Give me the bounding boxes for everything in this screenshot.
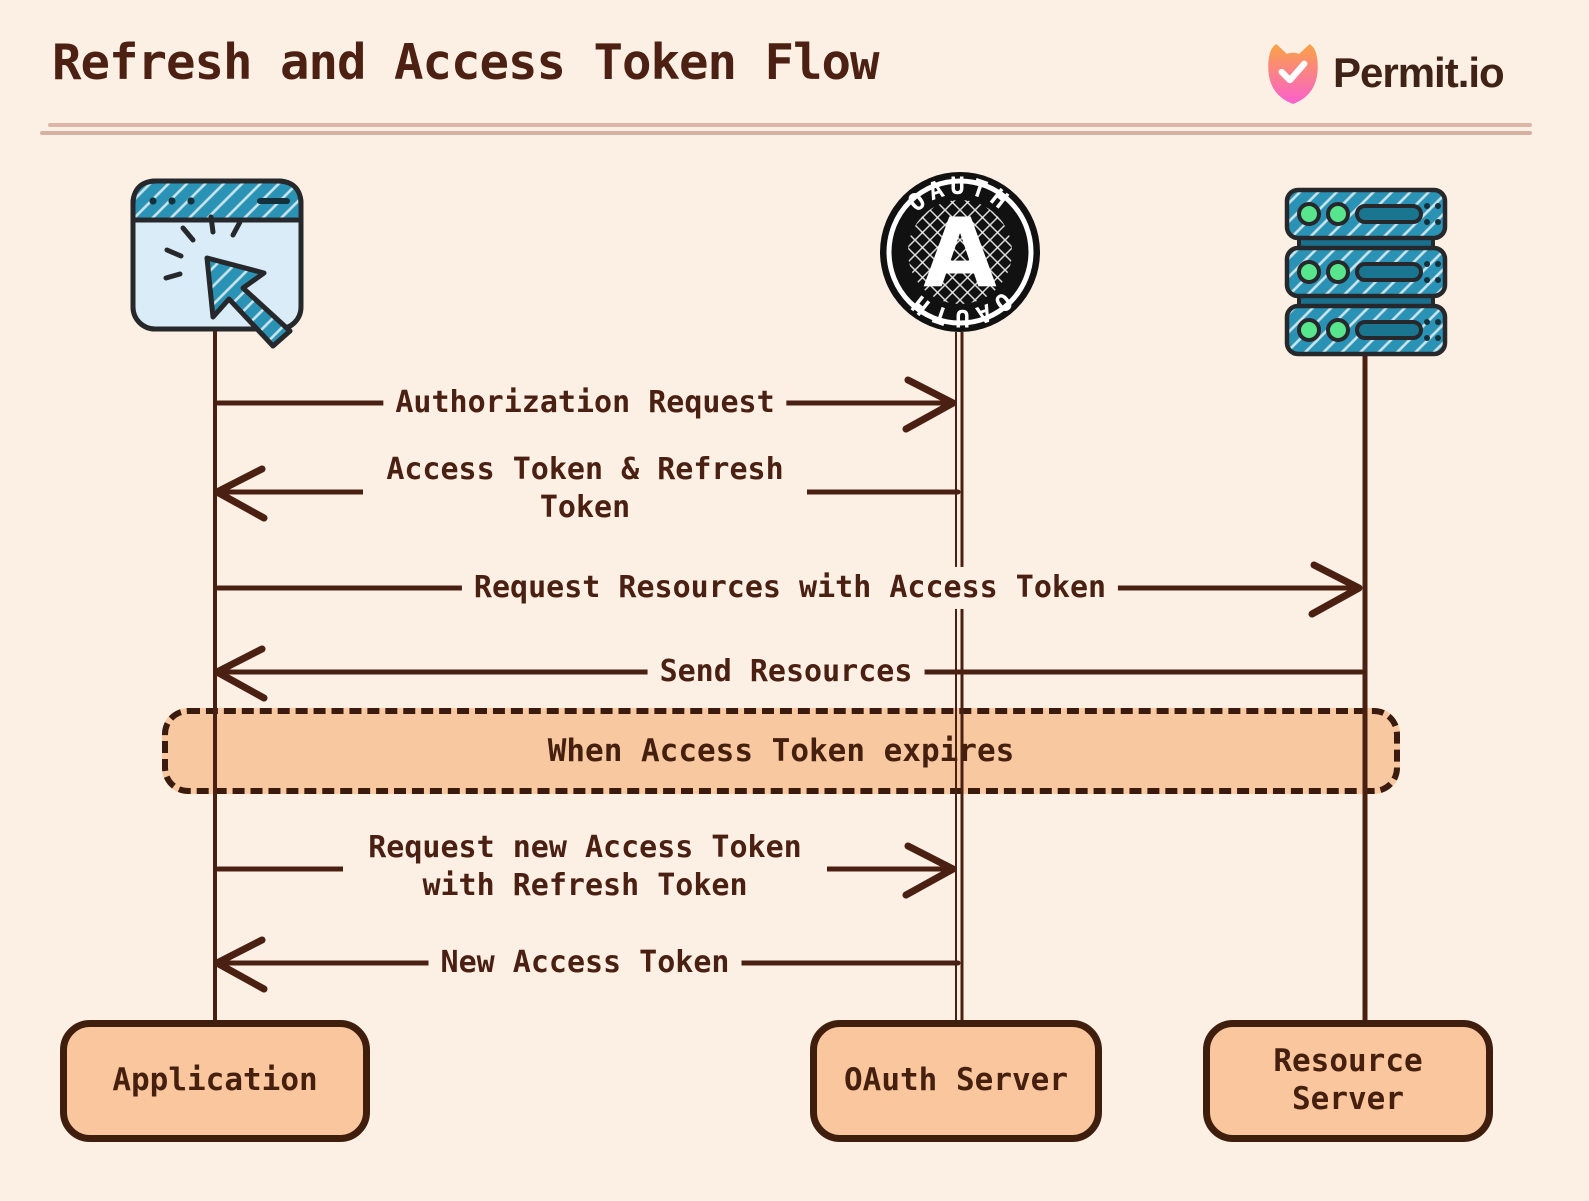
server-unit [1284,303,1448,357]
actor-box-application: Application [60,1020,370,1142]
browser-click-icon [130,178,304,349]
token-expiry-note-label: When Access Token expires [547,733,1015,769]
message-label-send-resources: Send Resources [647,650,925,694]
actor-label-resource-server: Resource Server [1273,1043,1423,1117]
actor-label-application: Application [112,1062,318,1099]
brand-name: Permit.io [1333,49,1505,96]
arrowhead-left-6 [213,936,268,993]
click-rays-icon [163,214,243,281]
window-dot-icon [149,197,157,205]
actor-box-oauth-server: OAuth Server [810,1020,1102,1142]
token-expiry-note: When Access Token expires [162,708,1400,794]
oauth-badge-icon: OAUTH OAUTH A [880,172,1040,332]
header-divider-bottom [40,131,1532,135]
oauth-badge-letter: A [923,199,997,309]
message-label-access-refresh-token: Access Token & Refresh Token [363,448,807,530]
arrowhead-left-2 [213,465,268,522]
message-label-authorization-request: Authorization Request [383,381,787,425]
actor-box-resource-server: Resource Server [1203,1020,1493,1142]
arrowhead-right-1 [902,376,957,433]
server-unit [1284,187,1448,241]
message-label-request-new-token: Request new Access Token with Refresh To… [343,826,827,908]
message-label-new-access-token: New Access Token [428,941,742,985]
cursor-arrow-icon [204,255,293,349]
arrowhead-left-4 [213,645,268,702]
lifelines [213,330,1368,1022]
brand-logo: Permit.io [1262,40,1505,106]
window-dot-icon [168,197,176,205]
actor-label-oauth-server: OAuth Server [844,1062,1068,1099]
server-stack-icon [1284,187,1448,357]
message-label-request-resources: Request Resources with Access Token [461,566,1119,610]
page-title: Refresh and Access Token Flow [52,34,880,91]
server-unit [1284,245,1448,299]
header-divider-top [48,123,1532,127]
window-dot-icon [187,197,195,205]
checkmark-icon [1278,60,1308,84]
arrowhead-right-3 [1308,561,1363,618]
permit-fox-icon [1268,44,1318,104]
arrowhead-right-5 [902,842,957,899]
